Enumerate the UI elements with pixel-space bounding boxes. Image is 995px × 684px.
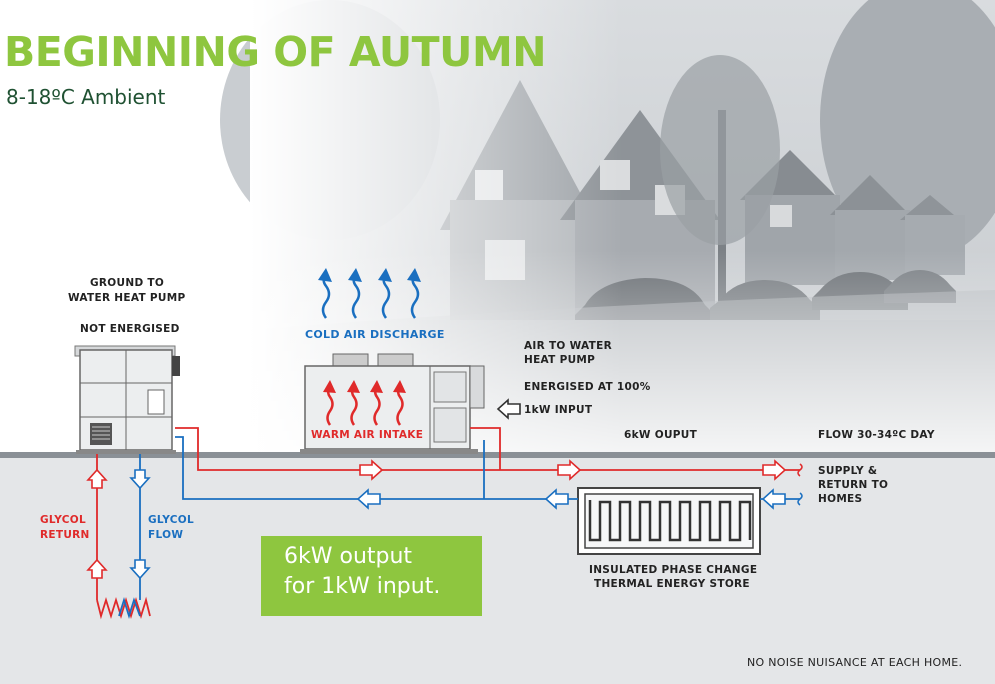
promo-line-2: for 1kW input. <box>284 574 441 599</box>
store-label-2: THERMAL ENERGY STORE <box>594 578 750 590</box>
warm-air-arrowheads <box>323 380 406 393</box>
flow-label: FLOW 30-34ºC DAY <box>818 429 935 441</box>
ambient-subtitle: 8-18ºC Ambient <box>6 85 166 109</box>
supply-label-1: SUPPLY & <box>818 465 878 477</box>
ground-pump-status: NOT ENERGISED <box>80 323 180 335</box>
pipe-arrows <box>86 398 787 580</box>
ground-area <box>0 455 995 684</box>
page-title: BEGINNING OF AUTUMN <box>4 28 547 76</box>
promo-box <box>261 536 482 616</box>
home-pipe-ends <box>797 463 803 506</box>
footer-note: NO NOISE NUISANCE AT EACH HOME. <box>747 656 963 669</box>
glycol-flow-label-1: GLYCOL <box>148 514 195 526</box>
promo-text: 6kW output for 1kW input. <box>284 542 440 602</box>
warm-air-arrows <box>326 388 404 426</box>
glycol-return-label-1: GLYCOL <box>40 514 87 526</box>
cold-air-label: COLD AIR DISCHARGE <box>305 328 445 341</box>
air-pump-label-1: AIR TO WATER <box>524 340 612 352</box>
glycol-flow-label-2: FLOW <box>148 529 184 541</box>
supply-label-2: RETURN TO <box>818 479 889 491</box>
cold-air-arrowheads <box>318 268 421 282</box>
air-pump-input: 1kW INPUT <box>524 404 593 416</box>
ground-pump-label-1: GROUND TO <box>90 277 165 289</box>
air-pump-status: ENERGISED AT 100% <box>524 381 651 393</box>
supply-label-3: HOMES <box>818 493 863 505</box>
store-label-1: INSULATED PHASE CHANGE <box>589 564 758 576</box>
air-pump-label-2: HEAT PUMP <box>524 354 596 366</box>
ground-pump-label-2: WATER HEAT PUMP <box>68 292 186 304</box>
ground-heat-pump-unit <box>74 345 180 454</box>
output-label: 6kW OUPUT <box>624 429 698 441</box>
cold-air-arrows <box>321 275 420 319</box>
glycol-return-label-2: RETURN <box>40 529 90 541</box>
warm-air-label: WARM AIR INTAKE <box>311 429 424 441</box>
ground-line <box>0 452 995 458</box>
thermal-store <box>577 487 761 555</box>
promo-line-1: 6kW output <box>284 544 413 569</box>
